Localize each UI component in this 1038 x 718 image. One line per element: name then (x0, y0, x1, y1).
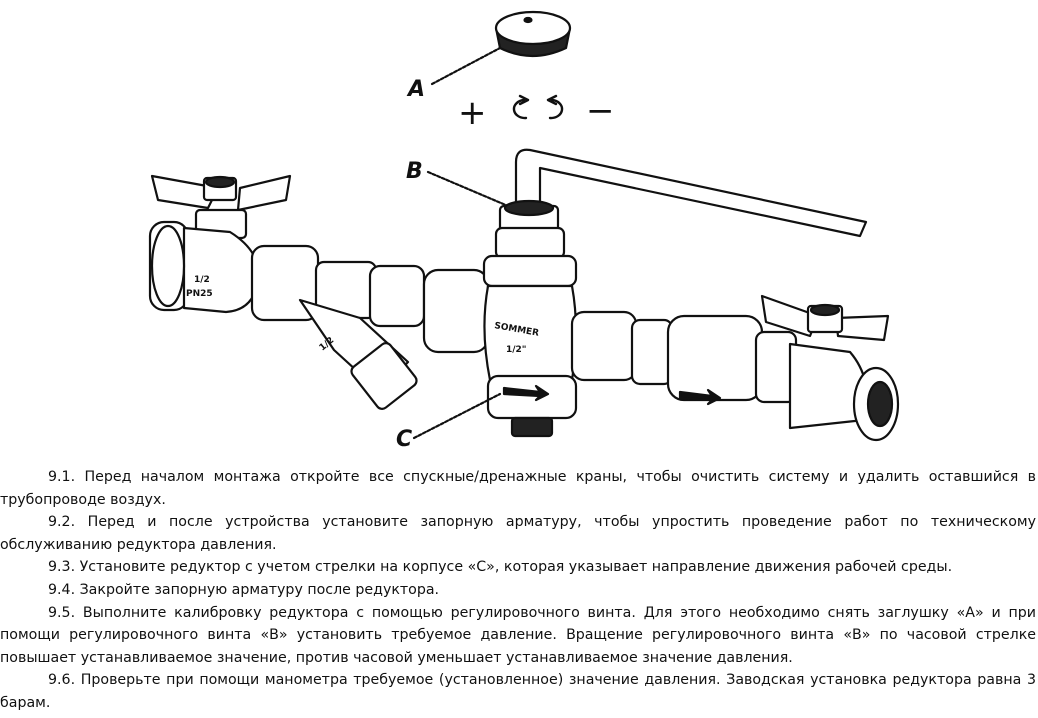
valve-pn-marking: PN25 (186, 289, 213, 299)
minus-symbol: − (586, 91, 615, 131)
leader-c (412, 392, 502, 440)
label-a: A (406, 77, 425, 102)
installation-instructions: 9.1. Перед началом монтажа откройте все … (0, 466, 1036, 715)
instruction-9-4: 9.4. Закройте запорную арматуру после ре… (48, 581, 440, 598)
cap-a-icon (494, 10, 572, 58)
instruction-9-3: 9.3. Установите редуктор с учетом стрелк… (48, 559, 953, 576)
flow-arrow-icon (502, 384, 550, 402)
y-strainer (298, 298, 418, 410)
counterclockwise-icon (548, 98, 564, 120)
instruction-9-5: 9.5. Выполните калибровку редуктора с по… (0, 604, 1036, 666)
leader-b (426, 170, 510, 208)
right-ball-valve (760, 294, 900, 442)
label-b: B (406, 159, 423, 184)
pressure-reducer-assembly-figure: + − 1/2 PN25 (148, 10, 900, 452)
adjust-symbols (512, 94, 564, 120)
instruction-9-1: 9.1. Перед началом монтажа откройте все … (0, 469, 1036, 508)
instruction-9-2: 9.2. Перед и после устройства установите… (0, 514, 1036, 553)
left-union-fittings (250, 244, 490, 354)
instruction-9-6: 9.6. Проверьте при помощи манометра треб… (0, 672, 1036, 711)
plus-symbol: + (458, 93, 487, 133)
clockwise-icon (512, 98, 528, 120)
right-union-fittings (570, 310, 798, 406)
label-c: C (396, 427, 412, 452)
left-ball-valve (148, 174, 292, 314)
leader-a (430, 46, 502, 86)
reducer-size-marking: 1/2" (506, 345, 527, 355)
valve-size-marking: 1/2 (194, 275, 210, 285)
hex-key-icon (514, 148, 868, 238)
pressure-reducer (482, 199, 578, 438)
